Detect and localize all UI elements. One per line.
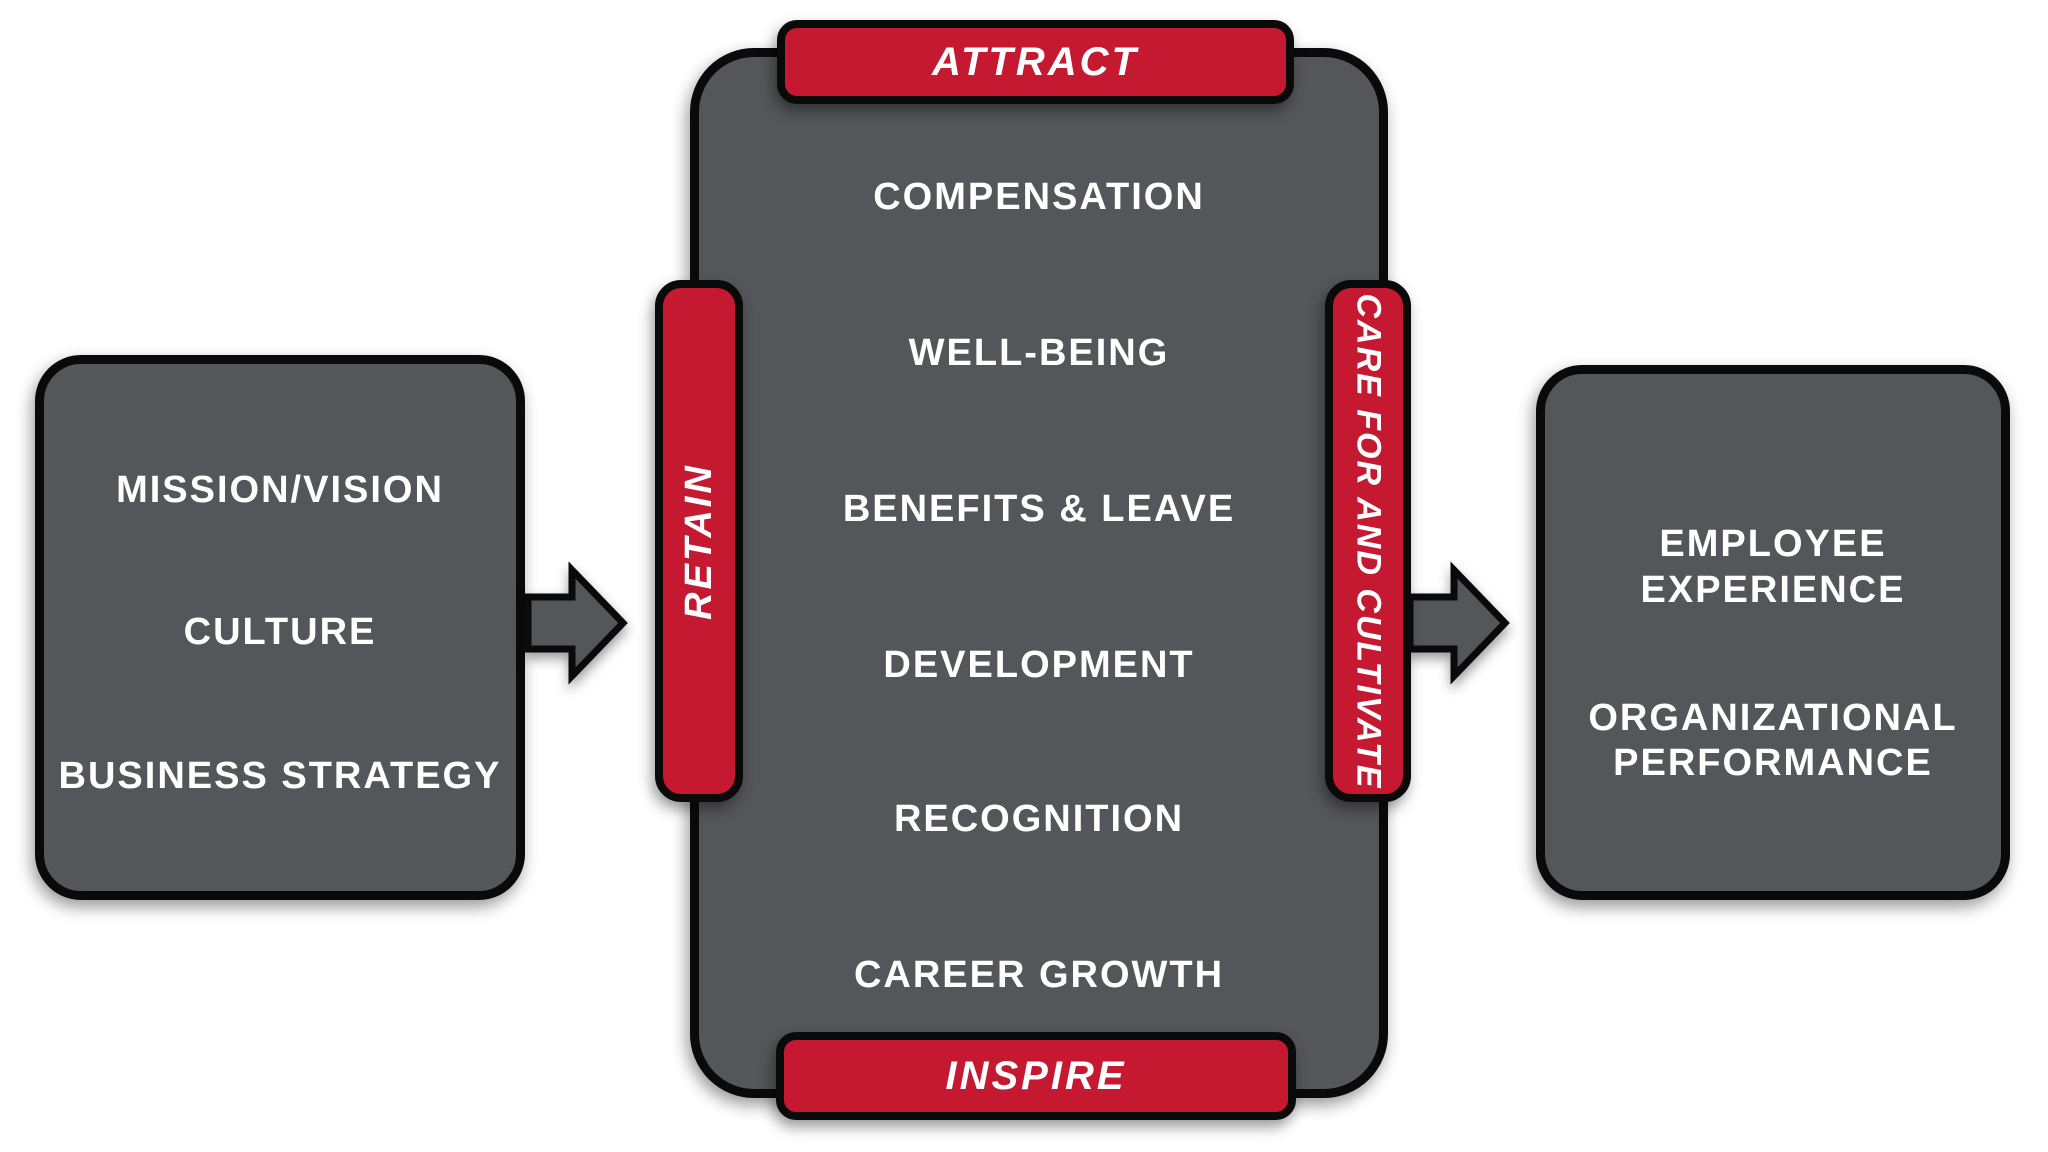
inspire-banner: INSPIRE	[776, 1032, 1296, 1120]
retain-banner-label: RETAIN	[677, 462, 720, 620]
center-item-benefits-leave: BENEFITS & LEAVE	[842, 488, 1236, 530]
input-item-mission-vision: MISSION/VISION	[116, 469, 444, 511]
care-cultivate-banner-label: CARE FOR AND CULTIVATE	[1349, 292, 1388, 790]
attract-banner: ATTRACT	[777, 20, 1294, 104]
input-item-culture: CULTURE	[183, 611, 377, 653]
outcome-item-organizational-performance: ORGANIZATIONAL PERFORMANCE	[1588, 697, 1958, 784]
center-item-well-being: WELL-BEING	[908, 332, 1170, 374]
center-item-development: DEVELOPMENT	[883, 644, 1195, 686]
outcomes-box: EMPLOYEE EXPERIENCE ORGANIZATIONAL PERFO…	[1536, 365, 2010, 900]
care-cultivate-banner: CARE FOR AND CULTIVATE	[1325, 280, 1411, 802]
outcome-item-employee-experience: EMPLOYEE EXPERIENCE	[1640, 523, 1906, 611]
center-item-compensation: COMPENSATION	[873, 176, 1205, 218]
center-box: COMPENSATION WELL-BEING BENEFITS & LEAVE…	[690, 48, 1388, 1098]
flow-arrow-left-icon	[524, 561, 628, 685]
inspire-banner-label: INSPIRE	[945, 1053, 1127, 1098]
input-item-business-strategy: BUSINESS STRATEGY	[58, 755, 502, 797]
center-item-career-growth: CAREER GROWTH	[853, 954, 1225, 996]
center-item-recognition: RECOGNITION	[893, 798, 1185, 840]
retain-banner: RETAIN	[655, 280, 743, 802]
flow-arrow-right-icon	[1406, 561, 1510, 685]
inputs-box: MISSION/VISION CULTURE BUSINESS STRATEGY	[35, 355, 525, 900]
attract-banner-label: ATTRACT	[932, 39, 1139, 84]
